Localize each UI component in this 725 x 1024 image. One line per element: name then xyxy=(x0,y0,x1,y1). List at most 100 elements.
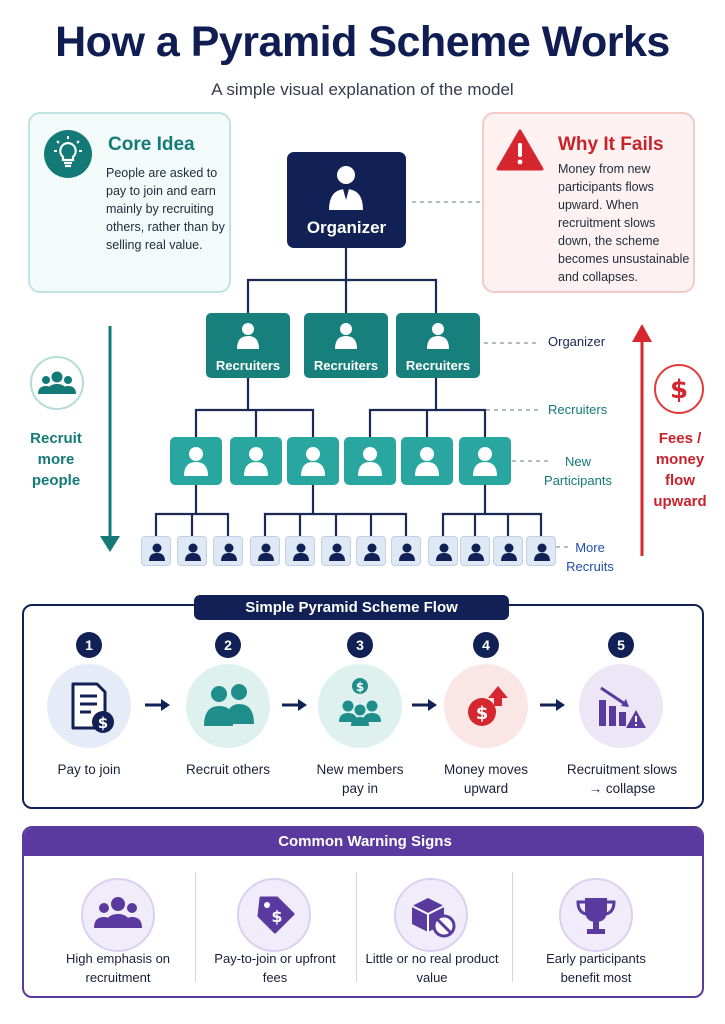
recruit-node xyxy=(177,536,207,566)
participant-node xyxy=(401,437,453,485)
recruit-node xyxy=(356,536,386,566)
price-tag-icon: $ xyxy=(237,878,311,952)
person-icon xyxy=(473,447,497,476)
organizer-node: Organizer xyxy=(287,152,406,248)
step-number: 4 xyxy=(473,632,499,658)
organizer-label: Organizer xyxy=(306,218,387,237)
group-icon xyxy=(81,878,155,952)
recruiter-node: Recruiters xyxy=(396,313,480,378)
svg-text:$: $ xyxy=(271,907,282,926)
person-icon xyxy=(185,543,201,561)
recruit-node xyxy=(428,536,458,566)
recruit-node xyxy=(321,536,351,566)
arrow-right-icon xyxy=(412,699,437,711)
person-icon xyxy=(335,323,357,349)
arrow-right-icon xyxy=(145,699,170,711)
recruit-node xyxy=(460,536,490,566)
svg-text:$: $ xyxy=(476,703,489,724)
level-label-more-recruits: More Recruits xyxy=(566,540,614,574)
participant-node xyxy=(459,437,511,485)
divider xyxy=(512,872,513,982)
person-icon xyxy=(184,447,208,476)
level-label-new-participants: New Participants xyxy=(544,454,612,488)
participant-node xyxy=(287,437,339,485)
person-icon xyxy=(258,543,274,561)
divider xyxy=(195,872,196,982)
step-number: 1 xyxy=(76,632,102,658)
why-it-fails-text: Money from new participants flows upward… xyxy=(558,162,690,284)
person-icon xyxy=(436,543,452,561)
why-it-fails-title: Why It Fails xyxy=(558,134,664,155)
box-blocked-icon xyxy=(394,878,468,952)
recruiter-label: Recruiters xyxy=(313,358,379,373)
lightbulb-icon xyxy=(44,130,92,178)
recruit-node xyxy=(493,536,523,566)
people-group-icon xyxy=(30,356,84,410)
person-icon xyxy=(149,543,165,561)
person-icon xyxy=(427,323,449,349)
recruiter-node: Recruiters xyxy=(206,313,290,378)
step-label: New members pay in xyxy=(316,762,404,796)
participant-node xyxy=(344,437,396,485)
person-icon xyxy=(364,543,380,561)
person-icon xyxy=(468,543,484,561)
person-icon xyxy=(237,323,259,349)
svg-text:$: $ xyxy=(356,680,364,694)
fees-flow-text: Fees / money flow upward xyxy=(653,430,707,510)
core-idea-title: Core Idea xyxy=(108,134,195,155)
recruit-more-text: Recruit more people xyxy=(30,430,82,489)
svg-text:$: $ xyxy=(670,375,688,405)
step-number: 5 xyxy=(608,632,634,658)
step-label: Money moves upward xyxy=(443,762,529,796)
step-label: Recruit others xyxy=(185,762,271,777)
pyramid-connectors xyxy=(100,201,652,556)
person-icon xyxy=(244,447,268,476)
flow-title: Simple Pyramid Scheme Flow xyxy=(194,595,509,620)
recruiter-label: Recruiters xyxy=(405,358,471,373)
falling-bars-icon xyxy=(579,664,663,748)
person-icon xyxy=(501,543,517,561)
recruit-node xyxy=(141,536,171,566)
warning-label: Early participants benefit most xyxy=(546,951,646,985)
group-dollar-icon: $ xyxy=(318,664,402,748)
recruit-node xyxy=(285,536,315,566)
recruit-node xyxy=(526,536,556,566)
divider xyxy=(356,872,357,982)
document-dollar-icon: $ xyxy=(47,664,131,748)
step-number: 3 xyxy=(347,632,373,658)
person-icon xyxy=(301,447,325,476)
page-title: How a Pyramid Scheme Works xyxy=(55,18,670,66)
person-icon xyxy=(399,543,415,561)
level-label-organizer: Organizer xyxy=(548,334,606,349)
person-icon xyxy=(329,543,345,561)
recruit-node xyxy=(250,536,280,566)
core-idea-text: People are asked to pay to join and earn… xyxy=(106,166,225,252)
step-label: Recruitment slows → collapse xyxy=(566,762,678,796)
participant-node xyxy=(230,437,282,485)
step-number: 2 xyxy=(215,632,241,658)
person-icon xyxy=(534,543,550,561)
arrow-right-icon xyxy=(540,699,565,711)
trophy-icon xyxy=(559,878,633,952)
svg-text:$: $ xyxy=(98,714,108,732)
person-icon xyxy=(415,447,439,476)
organizer-person-icon xyxy=(329,166,363,210)
two-people-icon xyxy=(186,664,270,748)
person-icon xyxy=(358,447,382,476)
dollar-up-arrow-icon: $ xyxy=(444,664,528,748)
person-icon xyxy=(221,543,237,561)
warning-label: Pay-to-join or upfront fees xyxy=(214,951,336,985)
recruit-node xyxy=(391,536,421,566)
arrow-right-icon xyxy=(282,699,307,711)
why-it-fails-card: Why It Fails Money from new participants… xyxy=(482,112,695,293)
warning-signs-title: Common Warning Signs xyxy=(24,828,702,856)
participant-node xyxy=(170,437,222,485)
core-idea-card: Core Idea People are asked to pay to joi… xyxy=(28,112,231,293)
level-label-recruiters: Recruiters xyxy=(548,402,608,417)
warning-label: Little or no real product value xyxy=(365,951,499,985)
person-icon xyxy=(293,543,309,561)
recruiter-label: Recruiters xyxy=(215,358,281,373)
warning-label: High emphasis on recruitment xyxy=(65,951,171,985)
dollar-icon: $ xyxy=(654,364,704,414)
recruit-node xyxy=(213,536,243,566)
